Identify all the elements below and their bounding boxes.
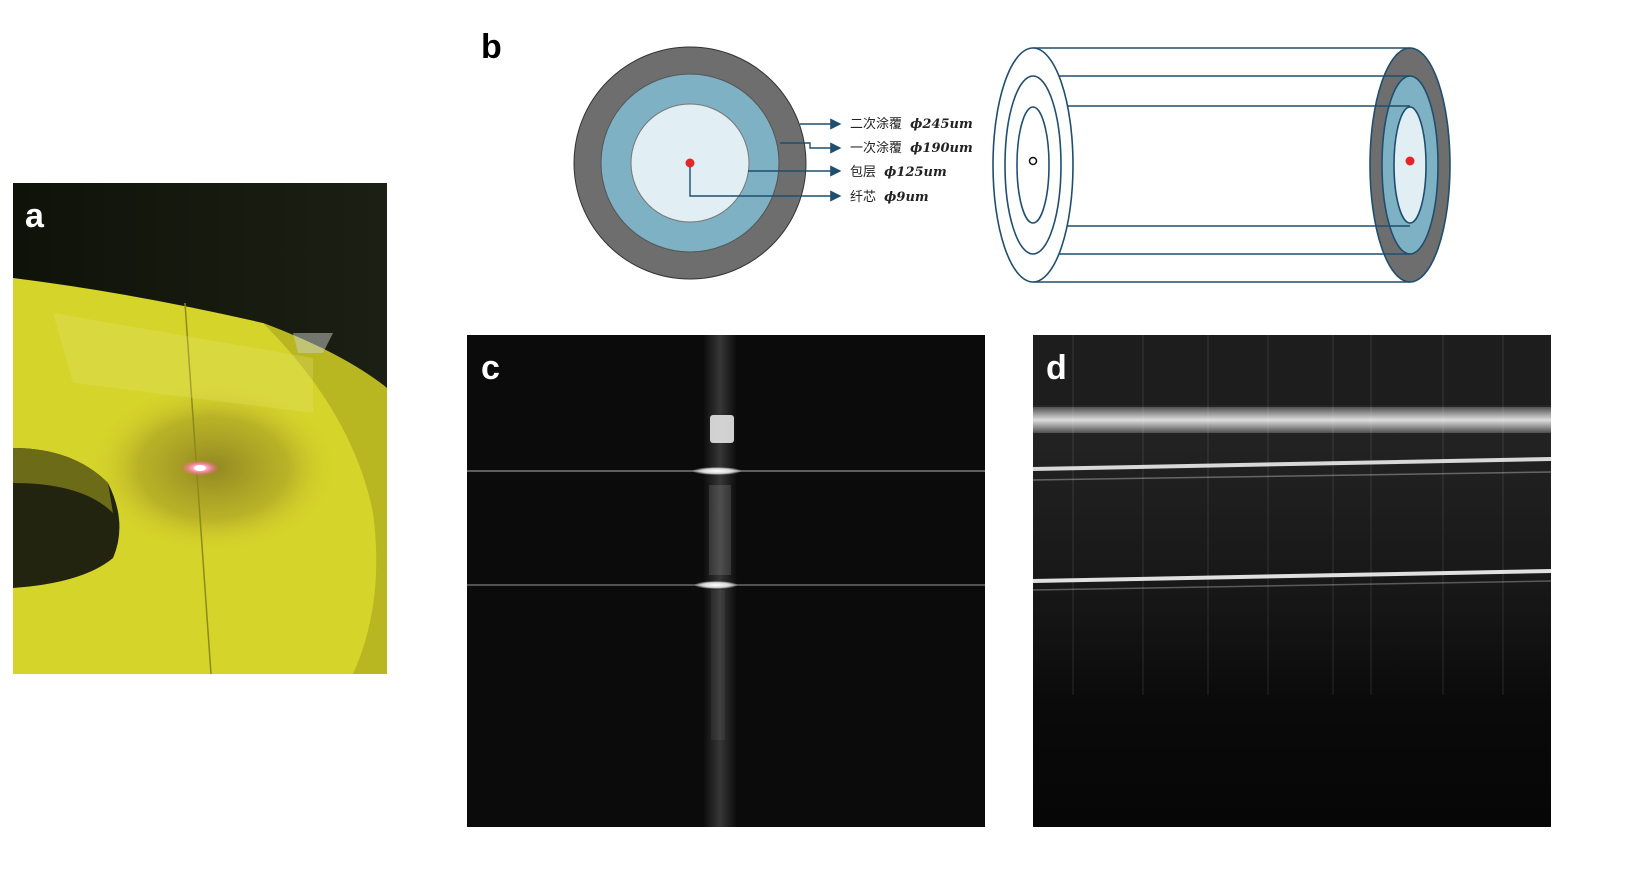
core-dot — [685, 158, 695, 168]
panel-a-photo: a — [13, 183, 387, 675]
panel-d-oct-image: d — [1032, 335, 1552, 827]
legend-secondary-coating: 二次涂覆 ϕ245um — [850, 116, 973, 132]
legend-core: 纤芯 ϕ9um — [850, 190, 929, 205]
panel-label-d: d — [1046, 349, 1067, 387]
panel-c-oct-image: c — [467, 335, 985, 827]
legend-cladding: 包层 ϕ125um — [850, 165, 947, 180]
panel-label-b: b — [481, 28, 502, 66]
leader-lines — [689, 118, 842, 202]
fiber-cross-section — [573, 46, 807, 280]
foam-spool-photo — [13, 183, 387, 675]
layer-legend: 二次涂覆 ϕ245um 一次涂覆 ϕ190um 包层 ϕ125um 纤芯 ϕ9u… — [850, 116, 973, 205]
oct-image-d — [1032, 335, 1552, 827]
panel-b-diagram: b 二次涂覆 ϕ245um 一次涂覆 — [470, 20, 1470, 320]
oct-image-c — [467, 335, 985, 827]
panel-label-c: c — [481, 349, 500, 387]
cylinder-core-dot — [1405, 156, 1415, 166]
fiber-cylinder — [992, 47, 1451, 283]
legend-primary-coating: 一次涂覆 ϕ190um — [850, 140, 973, 156]
cylinder-left-core — [1028, 156, 1038, 166]
panel-label-a: a — [25, 197, 44, 235]
fiber-diagram-svg: 二次涂覆 ϕ245um 一次涂覆 ϕ190um 包层 ϕ125um 纤芯 ϕ9u… — [573, 46, 1451, 283]
